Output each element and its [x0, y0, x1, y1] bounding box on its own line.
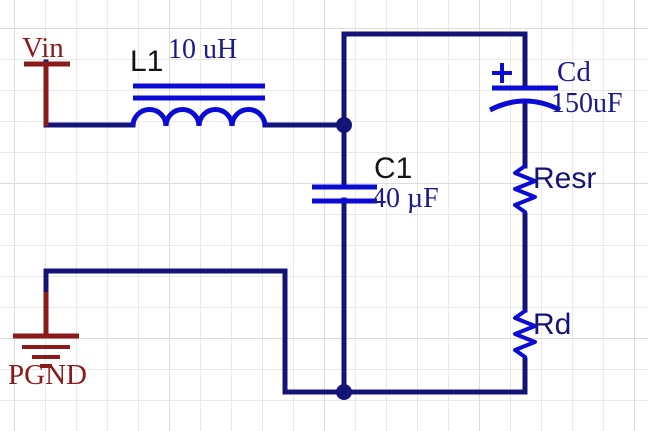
- resistor-rd-zigzag: [513, 309, 537, 359]
- vin-label: Vin: [22, 32, 64, 64]
- capacitor-cd-plate-curved: [488, 98, 562, 113]
- resistor-resr-symbol: [513, 164, 537, 214]
- inductor-l1-value-label: 10 uH: [168, 34, 238, 65]
- junction-dot-top: [336, 117, 352, 133]
- wire-ground-return: [43, 268, 347, 395]
- resistor-rd-label: Rd: [533, 308, 572, 341]
- ground-pgnd-symbol: [13, 292, 79, 368]
- capacitor-cd-plus-sign: [492, 63, 512, 83]
- resistor-rd-symbol: [513, 309, 537, 359]
- pgnd-label: PGND: [8, 359, 87, 391]
- inductor-l1-ref-label: L1: [130, 45, 164, 78]
- inductor-coil-arcs: [130, 107, 268, 127]
- capacitor-cd-value-label: 150uF: [551, 88, 623, 119]
- capacitor-cd-symbol: [488, 63, 562, 113]
- resistor-resr-label: Resr: [533, 162, 597, 195]
- inductor-l1-symbol: [130, 83, 268, 127]
- capacitor-c1-value-label: 40 µF: [372, 183, 439, 214]
- capacitor-cd-ref-label: Cd: [557, 56, 591, 88]
- wire-network: [43, 31, 528, 395]
- vin-terminal-symbol: [24, 61, 70, 126]
- capacitor-c1-symbol: [312, 184, 377, 204]
- junction-dot-bottom: [336, 384, 352, 400]
- capacitor-c1-ref-label: C1: [374, 152, 413, 185]
- resistor-resr-zigzag: [513, 164, 537, 214]
